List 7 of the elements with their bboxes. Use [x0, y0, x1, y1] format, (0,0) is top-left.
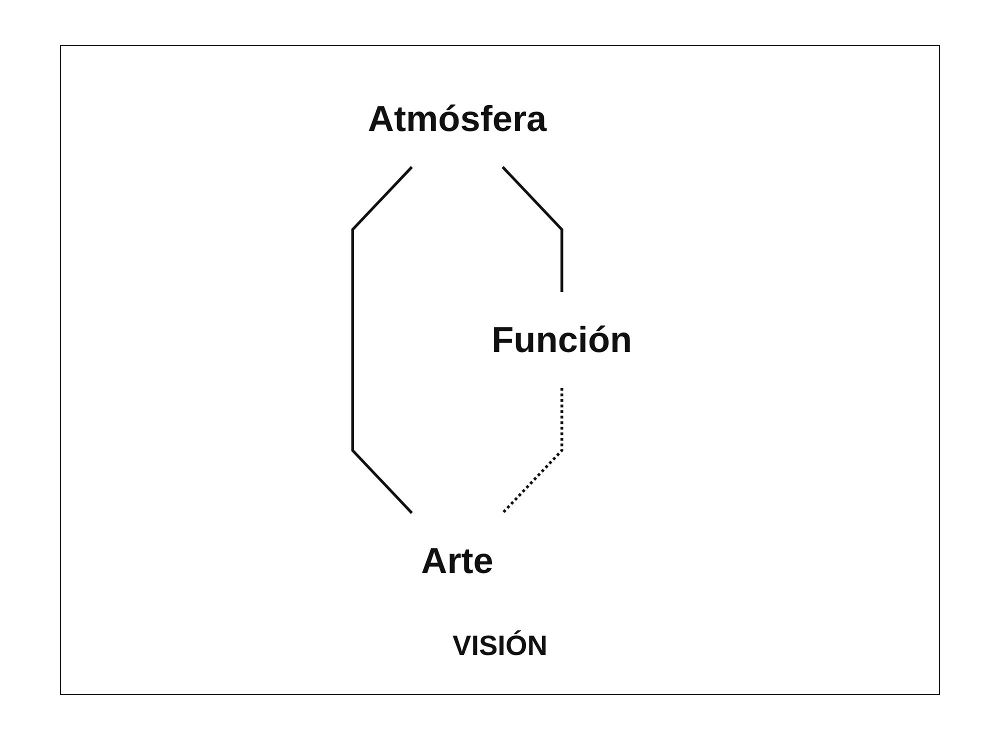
connector [351, 166, 413, 514]
connector [502, 166, 564, 292]
node-text: Atmósfera [368, 98, 547, 140]
connector [502, 388, 564, 514]
node-text: Arte [421, 539, 494, 582]
center-label: VISIÓN [452, 630, 548, 661]
node-text: Función [492, 318, 632, 360]
